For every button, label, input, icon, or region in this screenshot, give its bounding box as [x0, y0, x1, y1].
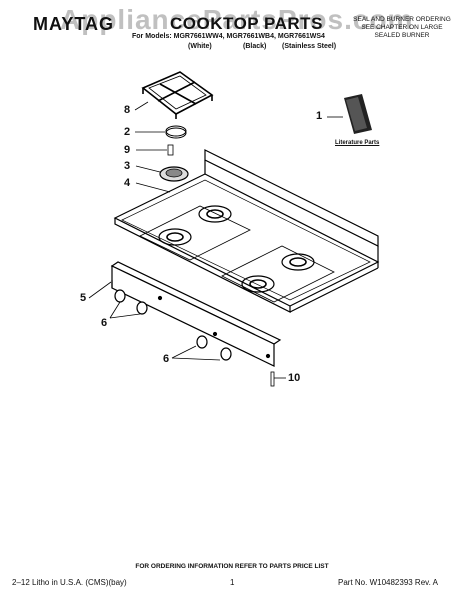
- burner-note: SEAL AND BURNER ORDERING SEE CHAPTER ON …: [353, 16, 451, 39]
- color-white: (White): [188, 43, 212, 50]
- callout-5: 5: [80, 292, 87, 304]
- page-number: 1: [230, 578, 235, 587]
- callout-10: 10: [288, 372, 301, 384]
- burner-head: [135, 165, 189, 182]
- burner-grate: [134, 71, 214, 119]
- callout-8: 8: [124, 104, 131, 116]
- ordering-info: FOR ORDERING INFORMATION REFER TO PARTS …: [135, 563, 329, 570]
- literature-parts-label: Literature Parts: [335, 140, 380, 146]
- brand-logo: MAYTAG: [33, 14, 115, 34]
- part-number: Part No. W10482393 Rev. A: [338, 578, 438, 587]
- igniter: [136, 144, 174, 156]
- callout-9: 9: [124, 144, 131, 156]
- burner-cap: [135, 125, 187, 139]
- screw: [270, 371, 286, 387]
- callout-2: 2: [124, 126, 131, 138]
- callout-6b: 6: [163, 353, 170, 365]
- callout-3: 3: [124, 160, 131, 172]
- litho-line: 2–12 Litho in U.S.A. (CMS)(bay): [12, 578, 127, 587]
- page-title: COOKTOP PARTS: [170, 14, 323, 33]
- callout-4: 4: [124, 177, 131, 189]
- color-stainless: (Stainless Steel): [282, 43, 337, 50]
- callout-1: 1: [316, 110, 323, 122]
- color-black: (Black): [243, 43, 267, 50]
- watermark-text: AppliancePartsPros.com: [60, 4, 414, 35]
- literature-booklet: [327, 94, 372, 134]
- cooktop-top: [113, 149, 380, 313]
- control-knobs: [109, 289, 271, 361]
- control-panel: [88, 261, 282, 367]
- cooktop-burners: [139, 205, 335, 303]
- models-line: For Models: MGR7661WW4, MGR7661WB4, MGR7…: [132, 33, 325, 40]
- callout-6a: 6: [101, 317, 108, 329]
